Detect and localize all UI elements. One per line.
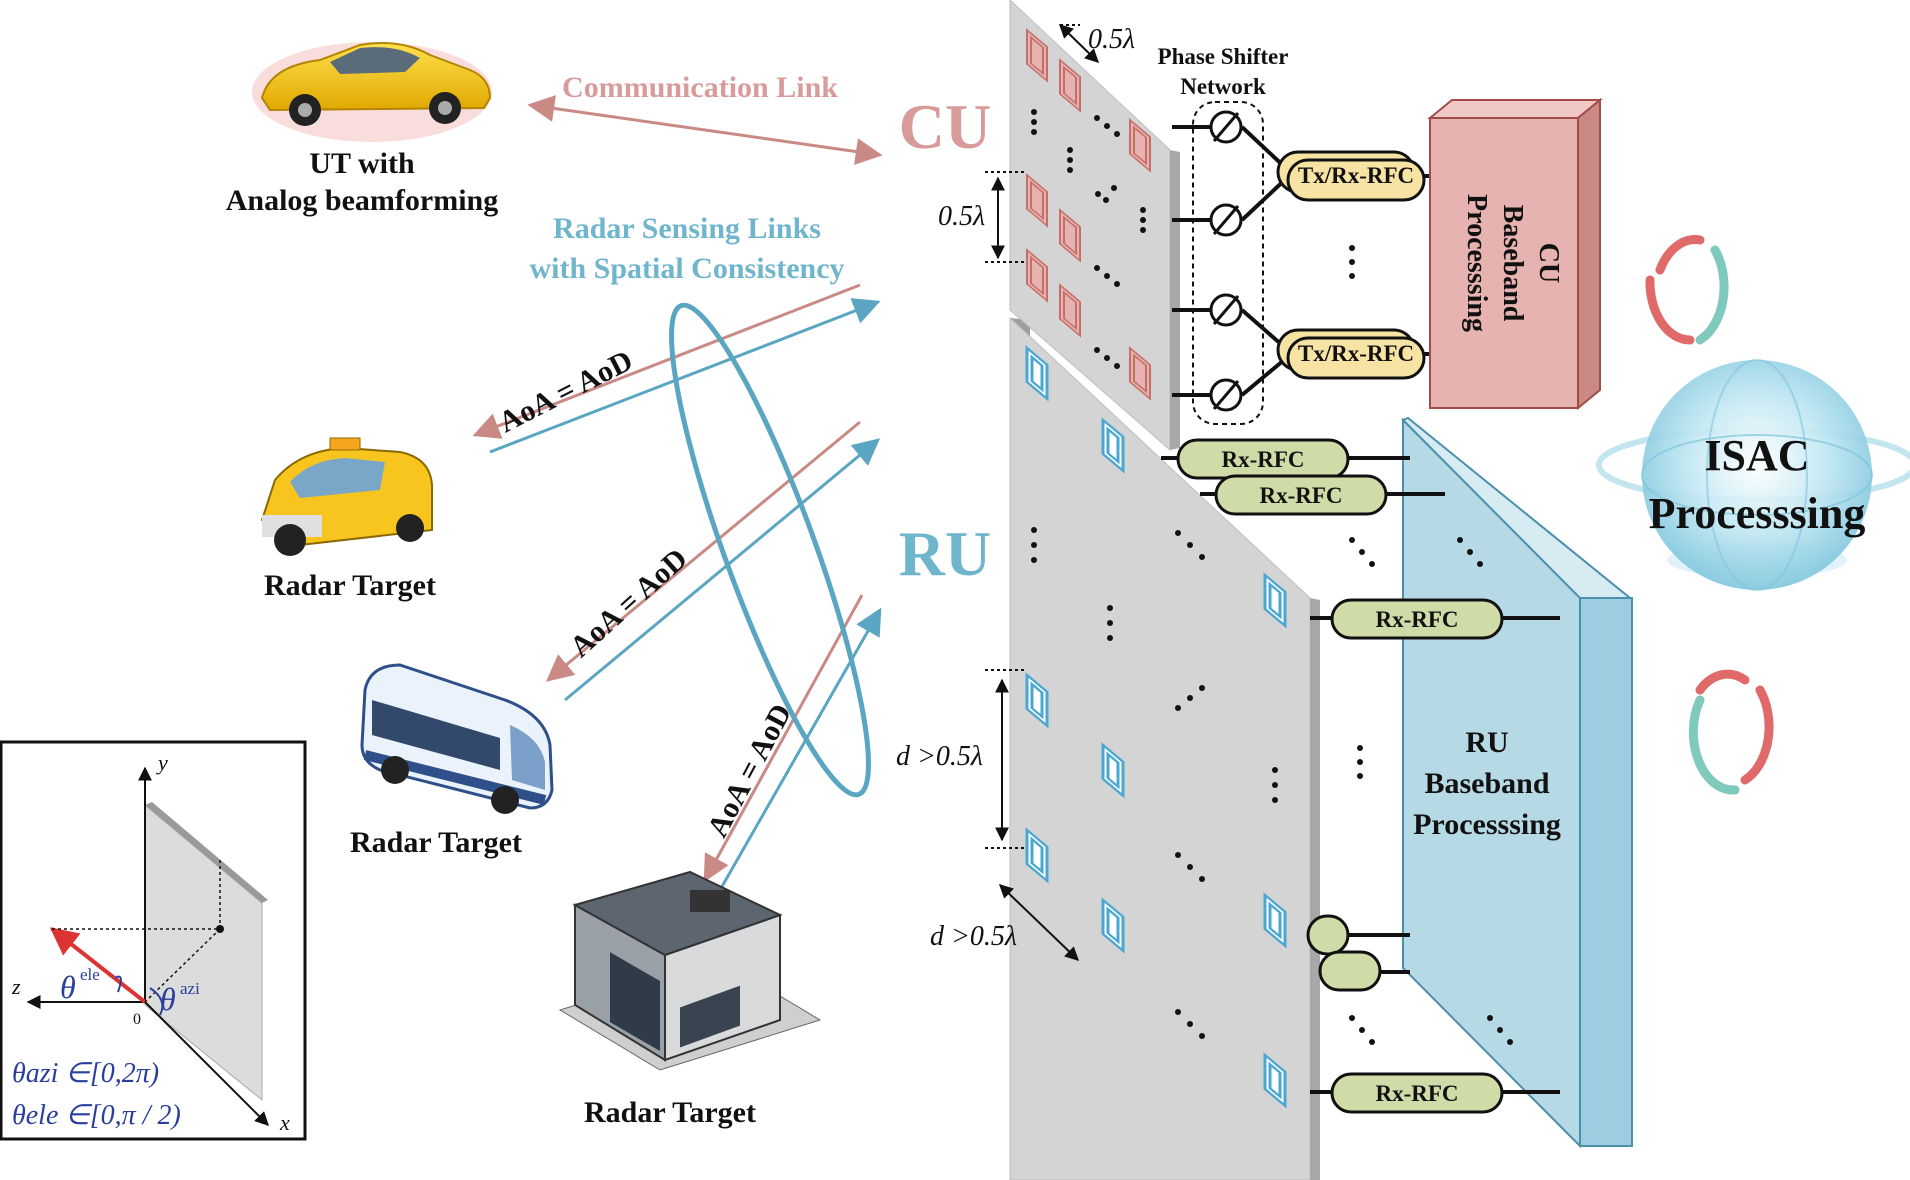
cu-baseband-block: CU Baseband Processsing [1427, 97, 1603, 411]
cu-antenna-panel [1009, 0, 1180, 452]
bus-icon [360, 663, 554, 814]
phase-shifter-network [1172, 101, 1292, 425]
ru-rfc-label-4: Rx-RFC [1375, 1081, 1458, 1106]
ru-antenna-panel [1009, 316, 1320, 1180]
ru-spacing-label-vertical: d >0.5λ [896, 741, 983, 772]
cu-baseband-line3: Processsing [1461, 194, 1492, 332]
ru-label: RU [899, 518, 991, 589]
radar-link-arrows [472, 283, 882, 891]
communication-link-label: Communication Link [562, 71, 838, 104]
inset-theta-azi: θ [160, 981, 176, 1017]
ru-baseband-title: RU [1465, 726, 1508, 759]
aoa-aod-label-1: AoA = AoD [493, 344, 638, 439]
ru-baseband-block: RU Baseband Processsing [1401, 416, 1633, 1149]
ru-antenna-elements [1025, 345, 1287, 1109]
cu-rfc-label-2: Tx/Rx-RFC [1298, 341, 1414, 366]
panel-dots [1031, 109, 1278, 1039]
inset-theta-ele: θ [60, 969, 76, 1005]
phase-shifter-label-2: Network [1180, 74, 1266, 99]
phase-shifter-label-1: Phase Shifter [1158, 44, 1289, 69]
inset-x-label: x [279, 1110, 290, 1135]
cu-rfc-chain: Tx/Rx-RFC Tx/Rx-RFC [1276, 150, 1450, 380]
inset-range-azi: θazi ∈[0,2π) [12, 1058, 159, 1089]
ru-rfc-chain: Rx-RFC Rx-RFC Rx-RFC Rx-RFC [1161, 438, 1560, 1114]
inset-theta-azi-sup: azi [180, 979, 200, 998]
communication-link-arrow [527, 95, 883, 165]
dimension-annotations [985, 24, 1100, 961]
car-icon [252, 42, 492, 142]
radar-target-label-2: Radar Target [350, 826, 522, 859]
cu-rfc-label-1: Tx/Rx-RFC [1298, 163, 1414, 188]
isac-globe-icon [1596, 359, 1910, 591]
spacing-label-vertical: 0.5λ [938, 201, 985, 232]
radar-target-label-1: Radar Target [264, 569, 436, 602]
cu-baseband-line2: Baseband [1497, 205, 1528, 322]
spacing-label-top: 0.5λ [1088, 24, 1135, 55]
radar-target-label-3: Radar Target [584, 1096, 756, 1129]
ru-baseband-line2: Baseband [1424, 767, 1549, 800]
inset-z-label: z [11, 974, 21, 999]
radar-links-label-2: with Spatial Consistency [529, 252, 844, 285]
ut-label-2: Analog beamforming [226, 184, 499, 217]
radar-links-label-1: Radar Sensing Links [553, 212, 821, 245]
cu-baseband-title: CU [1533, 243, 1564, 283]
taxi-icon [260, 437, 433, 556]
inset-y-label: y [156, 750, 168, 775]
inset-range-ele: θele ∈[0,π / 2) [12, 1100, 181, 1131]
isac-subtitle: Processsing [1649, 489, 1866, 538]
ru-baseband-line3: Processsing [1413, 808, 1561, 841]
cu-antenna-elements [1026, 28, 1151, 401]
ru-spacing-label-diagonal: d >0.5λ [930, 921, 1017, 952]
ru-rfc-label-2: Rx-RFC [1259, 483, 1342, 508]
aoa-aod-label-3: AoA = AoD [701, 699, 798, 843]
cu-label: CU [899, 91, 991, 162]
coordinate-inset: y z x 0 θ ele θ azi θazi ∈[0,2π) θele ∈[… [0, 740, 307, 1141]
ut-label-1: UT with [309, 147, 415, 180]
ru-rfc-label-3: Rx-RFC [1375, 607, 1458, 632]
ru-rfc-label-1: Rx-RFC [1221, 447, 1304, 472]
spatial-consistency-ellipse [669, 302, 871, 798]
inset-origin-label: 0 [133, 1011, 141, 1028]
building-icon [558, 870, 822, 1071]
cycle-arrows-icon [1645, 235, 1774, 795]
isac-title: ISAC [1704, 431, 1809, 480]
inset-theta-ele-sup: ele [80, 965, 100, 984]
